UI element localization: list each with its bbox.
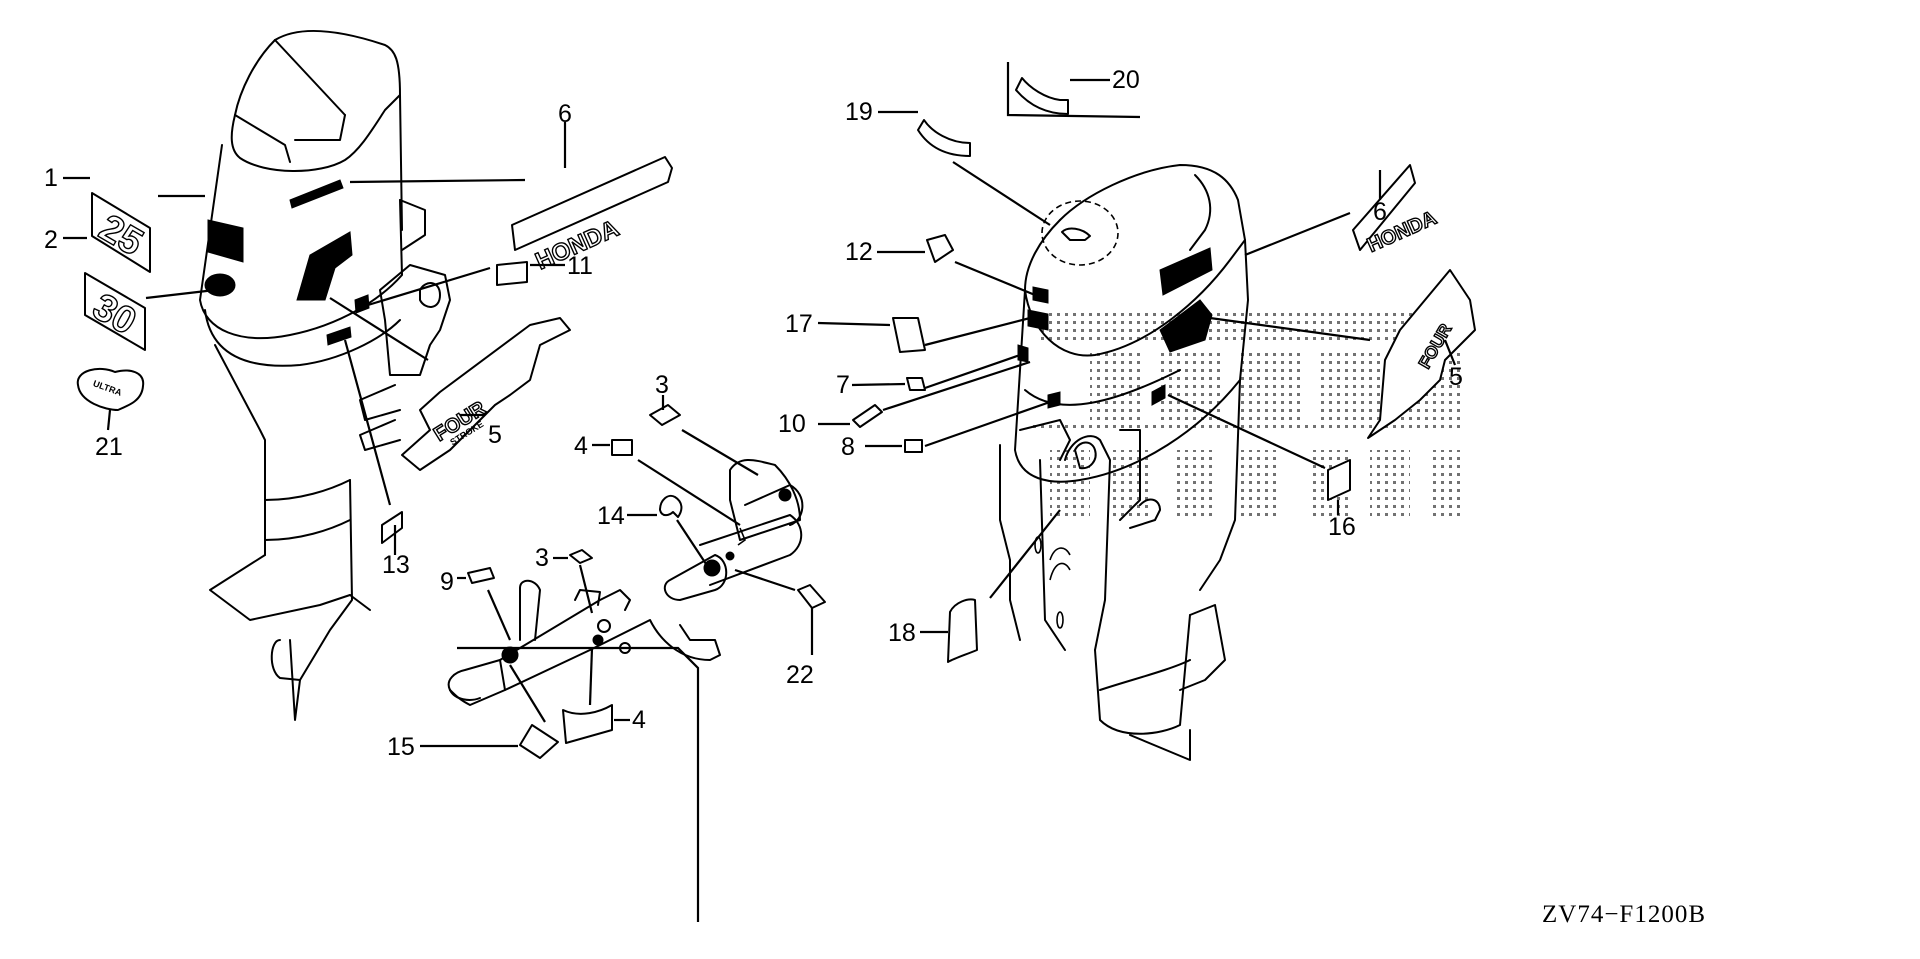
decal-mark-12-right xyxy=(1032,286,1049,304)
callout-11: 11 xyxy=(567,252,593,280)
watermark xyxy=(1030,310,1460,520)
decal-mark-21-left xyxy=(204,273,236,297)
decal-4-lower xyxy=(562,704,613,744)
decal-30: 30 xyxy=(84,272,146,351)
decal-16 xyxy=(1327,459,1351,501)
right-outboard-motor xyxy=(999,62,1249,761)
callout-19: 19 xyxy=(845,98,873,126)
decal-mark-17-right xyxy=(1027,309,1049,331)
decal-mark-11-left xyxy=(354,294,370,314)
decal-25: 25 xyxy=(91,192,151,273)
left-leader-lines xyxy=(63,122,567,555)
callout-4-upper: 4 xyxy=(574,432,588,460)
decal-four-stroke-left: FOUR STROKE xyxy=(401,317,571,471)
decal-9 xyxy=(467,567,495,584)
decal-20 xyxy=(1015,77,1069,115)
decal-mark-7-right xyxy=(1017,344,1029,363)
callout-numbers: 1 2 21 6 11 5 13 3 4 14 22 3 9 4 15 20 1… xyxy=(44,66,1463,761)
decal-12 xyxy=(926,234,954,263)
callout-2: 2 xyxy=(44,226,58,254)
callout-17: 17 xyxy=(785,310,813,338)
callout-14: 14 xyxy=(597,502,625,530)
decal-four-stroke-right: FOUR xyxy=(1367,269,1476,439)
decal-mark-8-right xyxy=(1047,391,1061,409)
decal-mark-13-left xyxy=(326,326,352,346)
callout-5-left: 5 xyxy=(488,421,502,449)
callout-16: 16 xyxy=(1328,513,1356,541)
decal-17 xyxy=(892,317,926,353)
decal-10 xyxy=(852,404,883,428)
decal-14 xyxy=(659,494,683,518)
callout-22: 22 xyxy=(786,661,814,689)
callout-18: 18 xyxy=(888,619,916,647)
decal-mark-5-right xyxy=(1159,299,1213,353)
decal-18 xyxy=(947,598,978,663)
decal-22 xyxy=(797,584,826,609)
decal-3-upper xyxy=(649,404,681,426)
decal-mark-16-right xyxy=(1151,384,1166,406)
callout-5-right: 5 xyxy=(1449,363,1463,391)
tiller-handle-lower xyxy=(447,579,721,706)
right-leader-lines xyxy=(817,78,1457,634)
decal-11 xyxy=(496,261,528,286)
drawing-code: ZV74−F1200B xyxy=(1542,901,1706,928)
decal-19 xyxy=(917,119,971,157)
decal-3-lower xyxy=(569,549,593,564)
decal-8 xyxy=(904,439,923,453)
decal-mark-6-left xyxy=(289,179,344,209)
callout-3-upper: 3 xyxy=(655,371,669,399)
tiller-handle-upper xyxy=(663,459,804,601)
callout-6-right: 6 xyxy=(1373,198,1387,226)
decal-7 xyxy=(906,377,926,391)
decal-15 xyxy=(519,724,559,759)
decal-mark-5-left xyxy=(296,231,353,301)
callout-10: 10 xyxy=(778,410,806,438)
decal-13 xyxy=(381,511,403,544)
callout-13: 13 xyxy=(382,551,410,579)
callout-15: 15 xyxy=(387,733,415,761)
decal-mark-1-left xyxy=(207,219,244,263)
center-leader-lines xyxy=(420,395,814,922)
callout-12: 12 xyxy=(845,238,873,266)
left-outboard-motor xyxy=(199,30,451,721)
callout-8: 8 xyxy=(841,433,855,461)
callout-20: 20 xyxy=(1112,66,1140,94)
callout-1: 1 xyxy=(44,164,58,192)
decal-honda-right: HONDA xyxy=(1352,164,1441,258)
callout-9: 9 xyxy=(440,568,454,596)
callout-3-lower: 3 xyxy=(535,544,549,572)
decal-4-upper xyxy=(611,439,633,456)
decal-ultra: ULTRA xyxy=(76,367,145,411)
callout-4-lower: 4 xyxy=(632,706,646,734)
callout-21: 21 xyxy=(95,433,123,461)
callout-7: 7 xyxy=(836,371,850,399)
callout-6-left: 6 xyxy=(558,100,572,128)
decal-mark-6-right xyxy=(1159,247,1213,296)
